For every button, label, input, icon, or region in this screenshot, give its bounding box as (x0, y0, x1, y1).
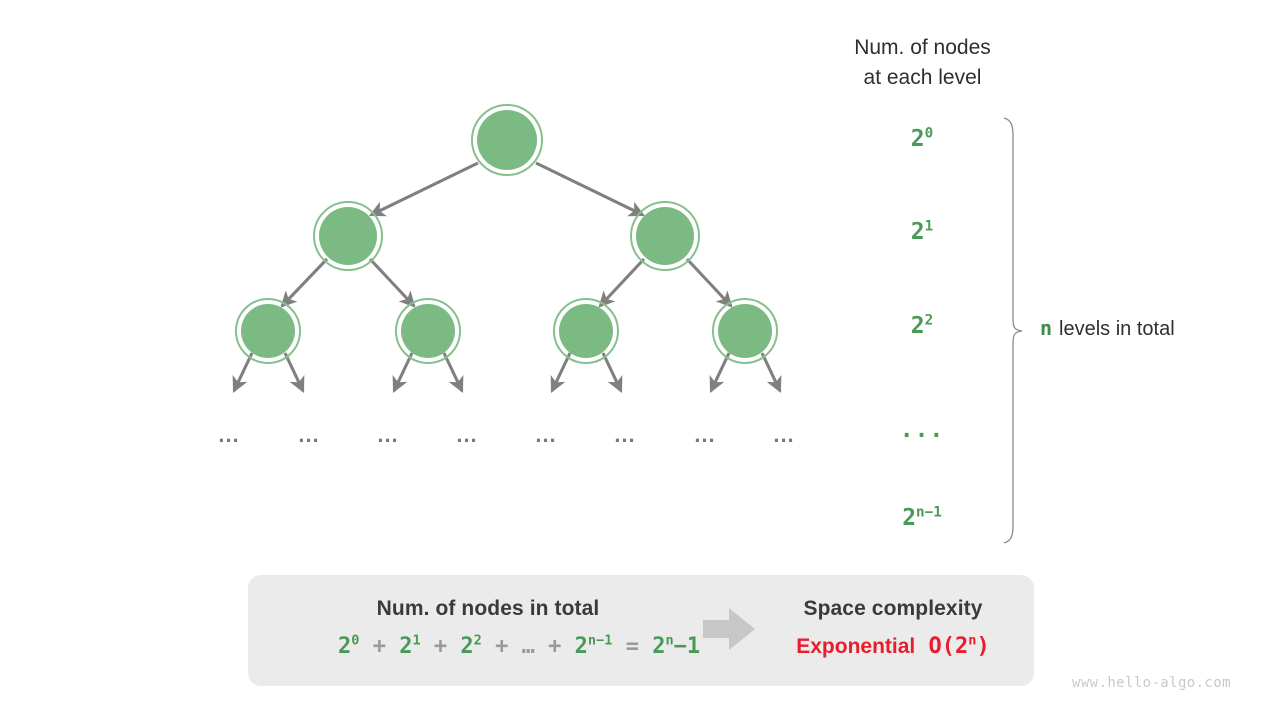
tree-node-root (471, 104, 543, 176)
brace-caption: n levels in total (1040, 316, 1175, 341)
op-plus-2: + (495, 634, 509, 659)
total-nodes-formula: 20 + 21 + 22 + … + 2n−1 = 2n−1 (338, 632, 700, 659)
term-2: 22 (460, 632, 482, 659)
tree-ellipsis-3: ... (456, 422, 478, 447)
level-count-2: 22 (862, 313, 982, 339)
term-0: 20 (338, 632, 360, 659)
edge-l2a-right (283, 352, 305, 394)
tree-ellipsis-7: ... (773, 422, 795, 447)
level-count-0-base: 2 (910, 126, 925, 152)
level-count-2-base: 2 (910, 313, 925, 339)
complexity-notation: O(2n) (928, 632, 990, 659)
space-complexity-title: Space complexity (803, 597, 983, 620)
complexity-word: Exponential (796, 635, 916, 658)
level-count-n-1-exp: n−1 (916, 504, 942, 521)
edge-l2b-left (392, 352, 414, 394)
summary-panel: Num. of nodes in total 20 + 21 + 22 + … … (248, 575, 1034, 686)
total-nodes-title: Num. of nodes in total (376, 597, 600, 620)
edge-root-right (535, 161, 646, 217)
edge-l1a-right (368, 257, 416, 308)
op-plus-1: + (433, 634, 448, 659)
watermark: www.hello-algo.com (1072, 675, 1231, 691)
tree-node-l1-0 (313, 201, 383, 271)
edge-root-left (368, 161, 479, 217)
level-count-ellipsis: ... (899, 417, 945, 443)
edge-l2b-right (442, 352, 464, 394)
edge-l1b-left (598, 257, 646, 308)
tree-node-l2-0 (235, 298, 301, 364)
level-count-1-exp: 1 (924, 218, 934, 235)
edge-l2d-right (760, 352, 782, 394)
levels-brace-icon (1003, 117, 1023, 544)
term-1: 21 (399, 632, 421, 659)
level-count-0-exp: 0 (924, 125, 934, 142)
level-count-2-exp: 2 (924, 312, 934, 329)
summary-left-column: Num. of nodes in total 20 + 21 + 22 + … … (338, 597, 700, 659)
level-count-1-base: 2 (910, 219, 925, 245)
tree-ellipsis-6: ... (694, 422, 716, 447)
brace-n-symbol: n (1040, 316, 1053, 340)
tree-node-l2-2 (553, 298, 619, 364)
edge-l1b-right (685, 257, 733, 308)
op-plus-0: + (372, 634, 386, 659)
brace-caption-text: levels in total (1059, 318, 1175, 340)
space-complexity-value: Exponential O(2n) (768, 634, 1018, 659)
tree-nodes (235, 104, 778, 364)
summary-right-column: Space complexity Exponential O(2n) (768, 597, 1018, 659)
level-count-0: 20 (862, 126, 982, 152)
tree-edges (232, 161, 782, 394)
tree-node-l2-1 (395, 298, 461, 364)
tree-ellipsis-5: ... (614, 422, 636, 447)
edge-l2a-left (232, 352, 254, 394)
tree-ellipsis-2: ... (377, 422, 399, 447)
formula-result: 2n−1 (652, 632, 701, 659)
edge-l2c-right (601, 352, 623, 394)
tree-node-l2-3 (712, 298, 778, 364)
edge-l1a-left (280, 257, 329, 308)
level-count-n-1: 2n−1 (862, 505, 982, 531)
right-arrow-icon (703, 608, 755, 650)
tree-ellipsis-1: ... (298, 422, 320, 447)
level-count-1: 21 (862, 219, 982, 245)
header-label: Num. of nodes at each level (854, 36, 991, 89)
tree-ellipsis-0: ... (218, 422, 240, 447)
op-ellipsis: … (521, 634, 535, 659)
edge-l2d-left (709, 352, 731, 394)
op-plus-3: + (548, 634, 562, 659)
level-count-n-1-base: 2 (902, 505, 917, 531)
op-equals: = (625, 634, 639, 659)
tree-ellipsis-4: ... (535, 422, 557, 447)
term-4: 2n−1 (574, 632, 613, 659)
edge-l2c-left (550, 352, 572, 394)
tree-node-l1-1 (630, 201, 700, 271)
